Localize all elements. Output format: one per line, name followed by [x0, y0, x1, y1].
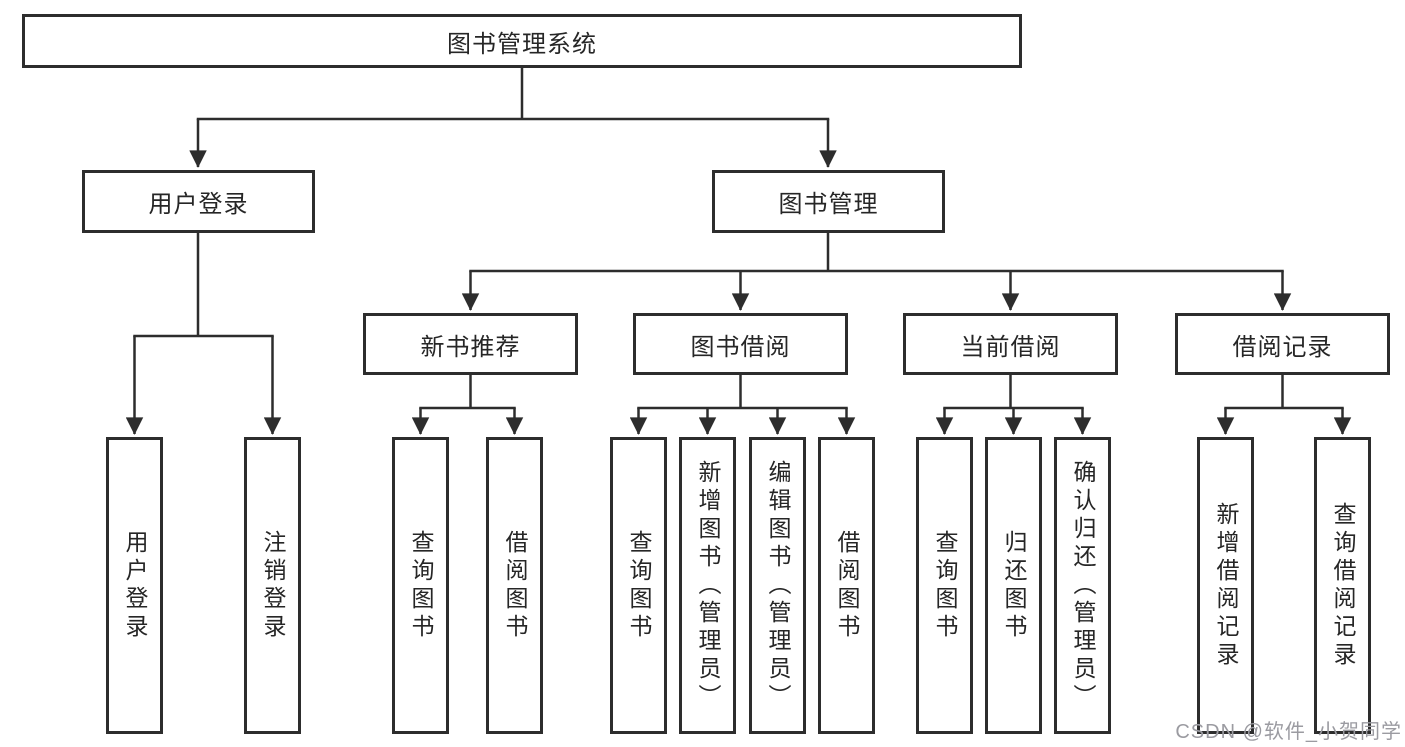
connector-book-management-to-level3 [461, 233, 1292, 311]
node-current-borrowing: 当前借阅 [903, 313, 1118, 375]
node-user-login: 用户登录 [82, 170, 315, 233]
node-borrowing-records: 借阅记录 [1175, 313, 1390, 375]
leaf-label: 注销登录 [260, 529, 286, 642]
connector-user-login-to-leaves [125, 233, 282, 435]
node-leaf-user-login: 用户登录 [106, 437, 163, 734]
node-leaf-add-borrow-record: 新增借阅记录 [1197, 437, 1254, 734]
leaf-label: 编辑图书（管理员） [765, 459, 791, 712]
leaf-label: 用户登录 [122, 529, 148, 642]
node-leaf-query-books-recommend: 查询图书 [392, 437, 449, 734]
node-leaf-borrow-books: 借阅图书 [818, 437, 875, 734]
leaf-label: 归还图书 [1001, 529, 1027, 642]
node-leaf-add-books-admin: 新增图书（管理员） [679, 437, 736, 734]
csdn-watermark: CSDN @软件_小贺同学 [1175, 721, 1402, 743]
leaf-label: 借阅图书 [834, 529, 860, 642]
node-leaf-query-borrow-record: 查询借阅记录 [1314, 437, 1371, 734]
leaf-label: 确认归还（管理员） [1070, 459, 1096, 712]
node-leaf-query-books-current: 查询图书 [916, 437, 973, 734]
connector-borrowing-records-to-leaves [1216, 375, 1352, 435]
node-book-management: 图书管理 [712, 170, 945, 233]
leaf-label: 查询图书 [408, 529, 434, 642]
node-leaf-confirm-return-admin: 确认归还（管理员） [1054, 437, 1111, 734]
node-leaf-return-books: 归还图书 [985, 437, 1042, 734]
leaf-label: 查询图书 [626, 529, 652, 642]
leaf-label: 查询借阅记录 [1330, 501, 1356, 670]
connector-book-borrowing-to-leaves [629, 375, 856, 435]
leaf-label: 借阅图书 [502, 529, 528, 642]
node-leaf-edit-books-admin: 编辑图书（管理员） [749, 437, 806, 734]
node-leaf-borrow-books-recommend: 借阅图书 [486, 437, 543, 734]
node-library-management-system: 图书管理系统 [22, 14, 1022, 68]
node-leaf-query-books: 查询图书 [610, 437, 667, 734]
leaf-label: 新增借阅记录 [1213, 501, 1239, 670]
node-new-book-recommend: 新书推荐 [363, 313, 578, 375]
node-book-borrowing: 图书借阅 [633, 313, 848, 375]
connector-root-to-level2 [189, 68, 837, 168]
connector-current-borrowing-to-leaves [935, 375, 1092, 435]
leaf-label: 新增图书（管理员） [695, 459, 721, 712]
node-leaf-logout: 注销登录 [244, 437, 301, 734]
connector-new-book-recommend-to-leaves [411, 375, 524, 435]
leaf-label: 查询图书 [932, 529, 958, 642]
